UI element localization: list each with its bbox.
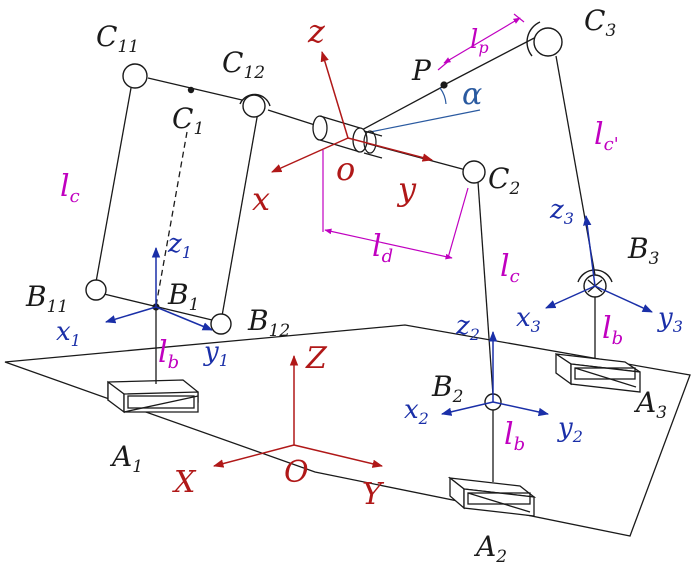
platform-x-axis [271,137,349,173]
label-b11: B11 [25,280,68,317]
label-b1: B1 [167,278,199,315]
label-base-x: X [172,465,197,500]
base-y-axis [293,444,384,468]
point-c1 [187,86,195,94]
label-y2: y2 [557,413,583,446]
label-b12: B12 [247,304,290,341]
label-base-origin: O [284,455,309,490]
base-plane [4,324,691,537]
label-c1: C1 [172,102,204,139]
label-platform-z: z [307,12,326,50]
label-lc-left: lc [60,169,80,207]
joint-c12-housing [239,93,271,107]
frame-b3-z-axis [583,214,596,287]
label-y3: y3 [657,303,683,336]
label-a3: A3 [633,386,667,423]
label-lb1: lb [158,335,179,373]
label-a1: A1 [109,440,143,477]
label-lb2: lb [504,417,525,455]
alpha-reference-line [369,109,481,133]
label-y1: y1 [203,337,229,370]
label-x3: x3 [516,303,541,336]
label-platform-y: y [396,170,417,208]
frame-b1-x-axis [104,306,157,324]
label-x2: x2 [404,395,429,428]
point-p [440,81,448,89]
alpha-arc [439,87,447,105]
joint-b12 [210,313,232,335]
label-a2: A2 [473,530,507,567]
label-base-z: Z [305,341,328,376]
label-lp: lp [470,25,489,57]
label-c3: C3 [584,4,616,41]
label-z3: z3 [549,195,574,228]
actuator-block-a1 [107,379,199,414]
joint-c3-housing [526,21,541,57]
joint-c11 [122,63,148,89]
label-x1: x1 [56,317,81,350]
link-p-c3 [443,34,541,86]
joint-b3-housing [577,269,613,283]
label-b2: B2 [431,370,463,407]
actuator-block-a2 [447,476,537,517]
frame-b1-y-axis [155,306,213,331]
label-alpha: α [462,77,482,112]
link-c11-c12 [147,77,243,101]
label-lc-prime: lc' [594,117,619,155]
link-c11-b11 [95,87,132,283]
label-c2: C2 [488,162,520,199]
frame-b2-x-axis [440,401,494,416]
label-lc-right: lc [500,249,520,287]
joint-c2 [462,160,486,184]
frame-b2-y-axis [492,401,550,417]
label-platform-origin: o [336,150,355,188]
label-platform-x: x [252,180,270,218]
label-p: P [411,54,432,87]
platform-cylinder-joint [312,115,383,159]
label-z1: z1 [167,229,192,262]
frame-b3-y-axis [594,285,653,313]
joint-b11 [85,279,107,301]
label-lb3: lb [602,311,623,349]
frame-b3-x-axis [545,285,596,309]
label-c12: C12 [222,46,265,83]
label-z2: z2 [455,311,480,344]
link-o-p [357,85,445,133]
platform-z-axis [320,50,349,139]
label-b3: B3 [627,232,659,269]
actuator-block-a3 [555,352,641,393]
label-ld: ld [372,229,393,267]
base-x-axis [212,444,295,468]
joint-c3 [533,27,563,57]
link-c2-b2 [477,181,494,396]
link-c12-platform [267,109,319,127]
label-base-y: Y [362,477,385,512]
label-c11: C11 [96,20,139,57]
platform-y-axis [347,137,434,162]
dimension-ld [322,150,469,260]
joint-c12 [242,94,266,118]
dimension-lp [437,13,525,71]
link-c12-b12 [221,111,259,317]
